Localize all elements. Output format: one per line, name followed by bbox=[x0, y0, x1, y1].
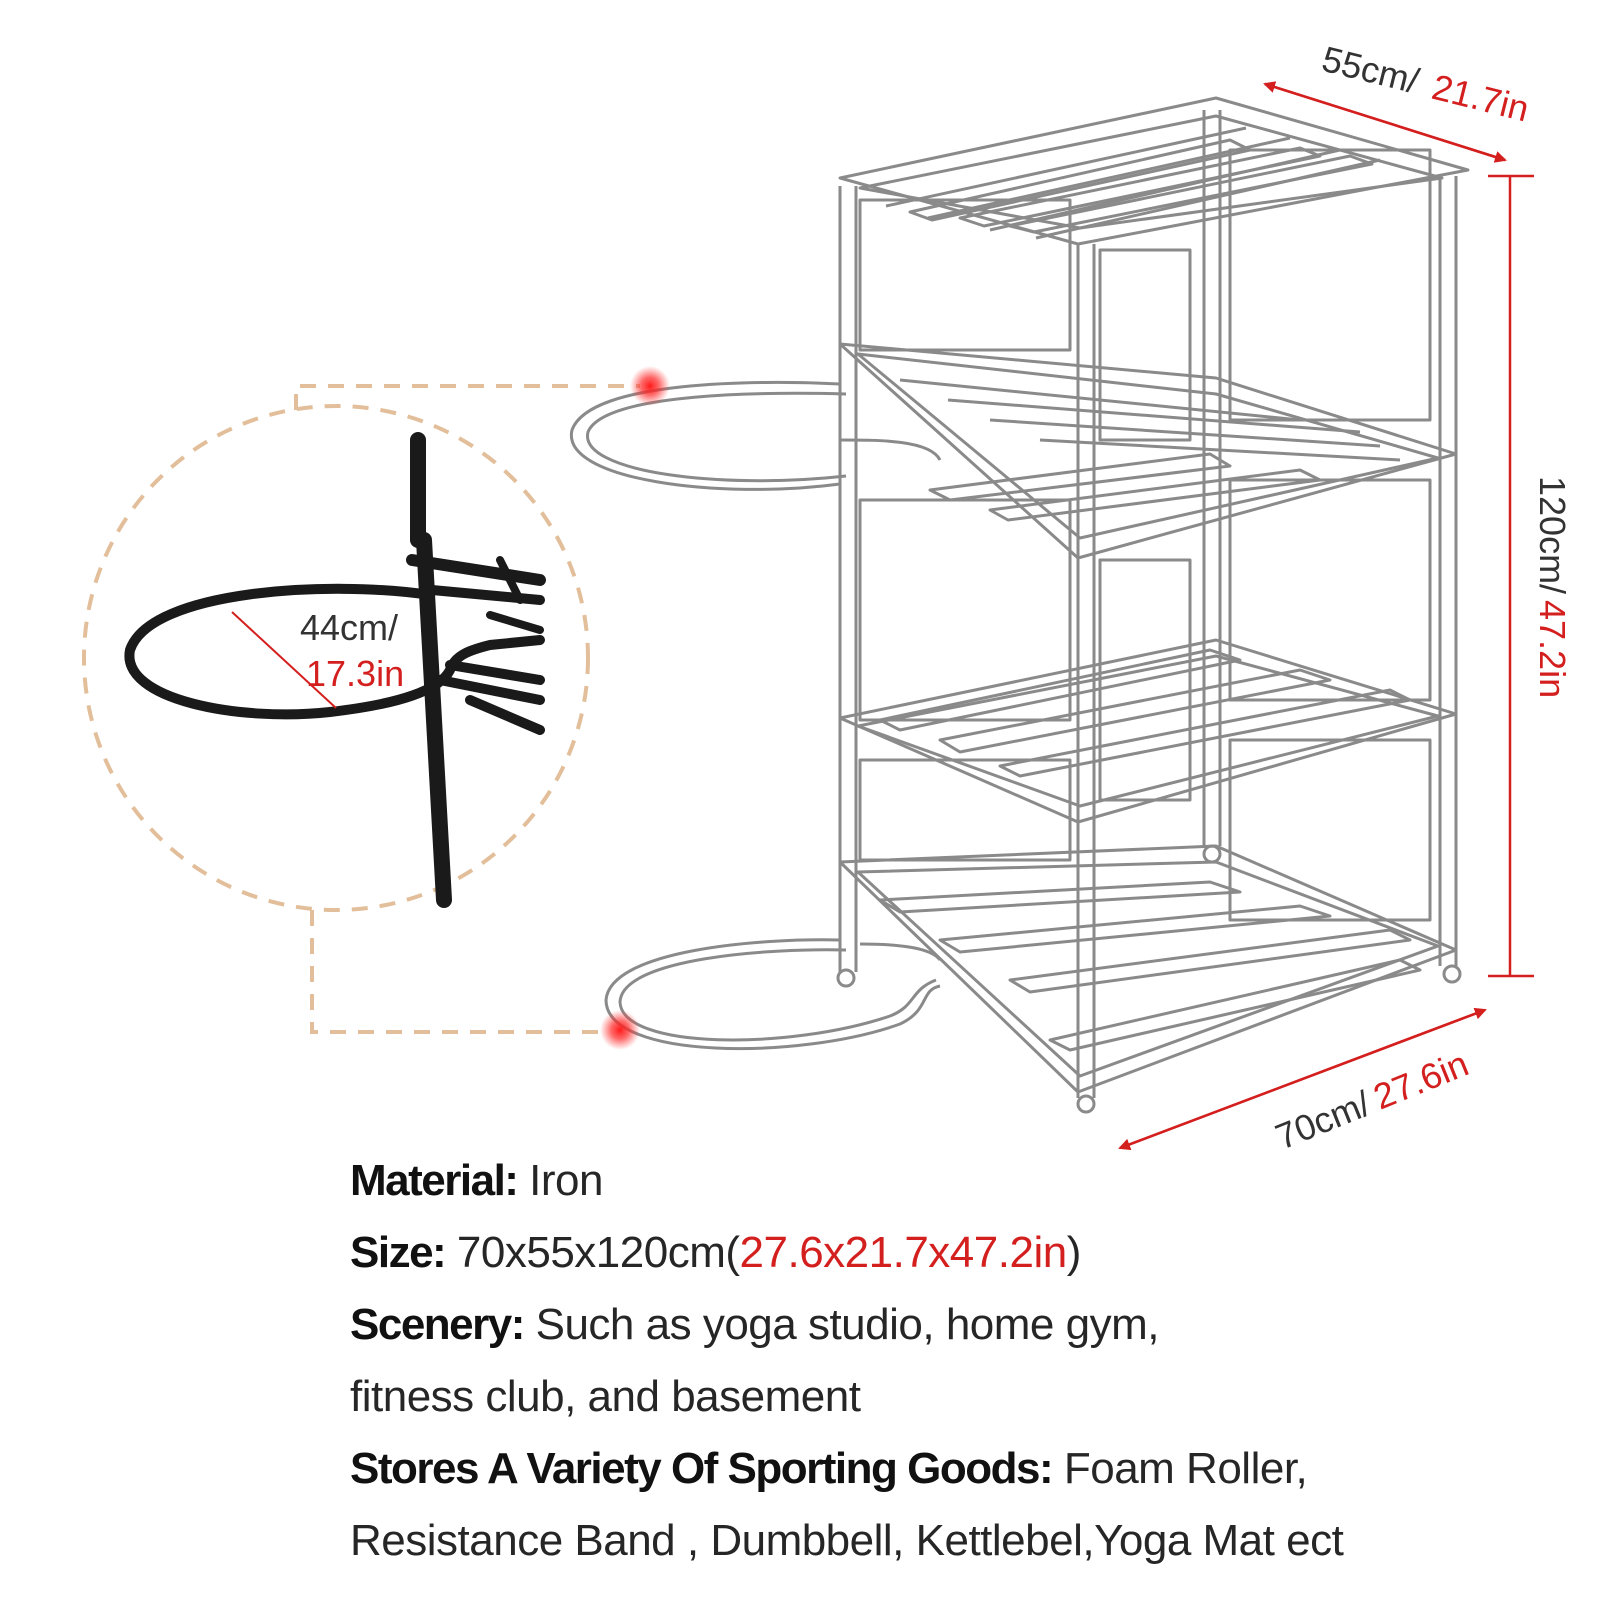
ring-diameter-in: 17.3in bbox=[306, 653, 404, 694]
product-specs: Material: Iron Size: 70x55x120cm(27.6x21… bbox=[350, 1145, 1570, 1577]
spec-material: Material: Iron bbox=[350, 1145, 1570, 1217]
callout-leader-top bbox=[294, 384, 640, 410]
spec-scenery-continued: fitness club, and basement bbox=[350, 1361, 1570, 1433]
spec-scenery-value-2: fitness club, and basement bbox=[350, 1372, 861, 1421]
spec-stores: Stores A Variety Of Sporting Goods: Foam… bbox=[350, 1433, 1570, 1505]
spec-size: Size: 70x55x120cm(27.6x21.7x47.2in) bbox=[350, 1217, 1570, 1289]
ring-diameter-cm: 44cm/ bbox=[300, 607, 398, 648]
contact-point-bottom bbox=[600, 1010, 640, 1050]
depth-in: 21.7in bbox=[1428, 66, 1533, 130]
spec-size-value-close: ) bbox=[1066, 1228, 1082, 1277]
spec-scenery: Scenery: Such as yoga studio, home gym, bbox=[350, 1289, 1570, 1361]
rack-frame bbox=[836, 96, 1470, 1114]
contact-point-top bbox=[630, 366, 670, 406]
ring-diameter-line bbox=[231, 611, 337, 709]
spec-scenery-label: Scenery: bbox=[350, 1300, 525, 1349]
callout-leader-bottom bbox=[310, 910, 600, 1034]
spec-stores-value-2: Resistance Band , Dumbbell, Kettlebel,Yo… bbox=[350, 1516, 1344, 1565]
height-cm: 120cm/ bbox=[1532, 476, 1573, 594]
width-dimension: 70cm/ 27.6in bbox=[1118, 1007, 1487, 1157]
detail-rack bbox=[124, 432, 546, 908]
spec-stores-label: Stores A Variety Of Sporting Goods: bbox=[350, 1444, 1054, 1493]
spec-material-label: Material: bbox=[350, 1156, 519, 1205]
spec-size-value-cm: 70x55x120cm( bbox=[445, 1228, 740, 1277]
callout-circle bbox=[82, 404, 590, 912]
spec-size-label: Size: bbox=[350, 1228, 447, 1277]
spec-material-value: Iron bbox=[517, 1156, 603, 1205]
spec-scenery-value-1: Such as yoga studio, home gym, bbox=[523, 1300, 1160, 1349]
rack-rings bbox=[570, 380, 942, 1051]
detail-callout: 44cm/ 17.3in bbox=[82, 384, 640, 1034]
height-dimension: 120cm/ 47.2in bbox=[1488, 174, 1573, 978]
spec-stores-continued: Resistance Band , Dumbbell, Kettlebel,Yo… bbox=[350, 1505, 1570, 1577]
spec-stores-value-1: Foam Roller, bbox=[1052, 1444, 1308, 1493]
width-in: 27.6in bbox=[1368, 1043, 1474, 1118]
depth-cm: 55cm/ bbox=[1318, 38, 1423, 102]
height-in: 47.2in bbox=[1532, 600, 1573, 698]
spec-size-value-in: 27.6x21.7x47.2in bbox=[739, 1228, 1068, 1277]
